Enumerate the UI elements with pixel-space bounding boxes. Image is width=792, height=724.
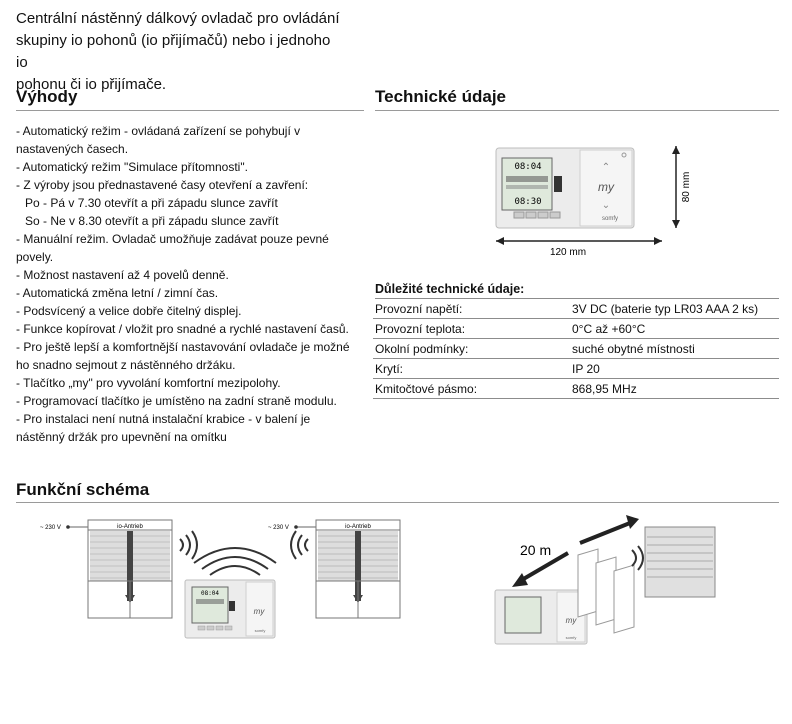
device-display-top: 08:04 [514,162,541,172]
device-led-icon [621,152,627,158]
spec-value: suché obytné místnosti [570,338,779,359]
spec-label: Okolní podmínky: [373,338,570,359]
arrow-left-icon [512,573,528,587]
spec-table: Provozní napětí: 3V DC (baterie typ LR03… [373,299,779,399]
device-display [501,157,553,211]
spec-label: Kmitočtové pásmo: [373,378,570,399]
spec-row: Provozní teplota: 0°C až +60°C [373,318,779,339]
intro-line: skupiny io pohonů (io přijímačů) nebo i … [16,32,331,71]
advantage-line: - Funkce kopírovat / vložit pro snadné a… [16,322,349,336]
arrow-right-icon [626,515,639,529]
arrow-up-icon [672,146,680,154]
intro-line: Centrální nástěnný dálkový ovladač pro o… [16,10,340,27]
range-illustration: my somfy 20 m [494,515,716,645]
advantage-line: - Možnost nastavení až 4 povelů denně. [16,268,229,282]
advantage-line: - Automatický režim "Simulace přítomnost… [16,160,248,174]
advantage-line: ho snadno sejmout z nástěnného držáku. [16,358,236,372]
motor-right-label: io-Antrieb [345,524,371,530]
schema-rule [16,502,779,503]
arrow-down-icon [672,220,680,228]
height-label: 80 mm [681,172,692,203]
spec-value: 868,95 MHz [570,378,779,399]
range-device-my: my [566,616,578,625]
signal-waves-icon [290,530,309,560]
up-arrow-icon: ⌃ [602,162,610,173]
advantage-line: - Pro ještě lepší a komfortnější nastavo… [16,340,350,354]
spec-top-rule [375,298,779,299]
power-dot-icon [294,525,298,529]
advantage-line: - Tlačítko „my" pro vyvolání komfortní m… [16,376,281,390]
technical-heading: Technické údaje [375,87,507,106]
power-dot-icon [66,525,70,529]
center-device: 08:04 my somfy [184,547,277,639]
device-display-bottom: 08:30 [514,197,541,207]
advantage-line: nastavených časech. [16,142,129,156]
spec-value: 0°C až +60°C [570,318,779,339]
range-arrow-line [518,551,570,583]
schema-illustration: ~ 230 V io-Antrieb 08:04 my somfy [40,515,716,645]
spec-row: Provozní napětí: 3V DC (baterie typ LR03… [373,299,779,319]
advantage-line: - Programovací tlačítko je umístěno na z… [16,394,337,408]
arrow-left-icon [496,237,504,245]
advantages-heading: Výhody [16,87,78,106]
device-my-button: my [598,180,615,194]
motor-box [315,519,401,531]
device-dimension-drawing: 08:04 08:30 ⌃ my ⌄ somfy 120 mm 80 mm [495,146,692,258]
range-label: 20 m [520,542,551,558]
voltage-left-label: ~ 230 V [40,525,61,531]
advantage-line: - Podsvícený a velice dobře čitelný disp… [16,304,242,318]
spec-label: Provozní napětí: [373,299,570,319]
advantage-line: - Pro instalaci není nutná instalační kr… [16,412,311,426]
spec-title: Důležité technické údaje: [375,282,525,296]
signal-waves-icon [179,530,198,560]
technical-rule [375,110,779,111]
device-brand: somfy [255,628,266,633]
device-button-panel [579,149,633,227]
spec-label: Krytí: [373,358,570,379]
intro-paragraph: Centrální nástěnný dálkový ovladač pro o… [16,8,346,96]
advantage-line: nástěnný držák pro upevnění na omítku [16,430,227,444]
spec-row: Krytí: IP 20 [373,358,779,379]
advantage-line: - Automatický režim - ovládaná zařízení … [16,124,301,138]
range-device-brand: somfy [566,635,577,640]
left-window: ~ 230 V io-Antrieb [40,519,173,619]
spec-row: Okolní podmínky: suché obytné místnosti [373,338,779,359]
advantage-line: Po - Pá v 7.30 otevřít a při západu slun… [25,196,278,210]
wall-panels [577,548,635,634]
device-display-bar [506,185,548,189]
device-mode-indicator [554,176,562,192]
advantage-line: So - Ne v 8.30 otevřít a při západu slun… [25,214,279,228]
motor-box [87,519,173,531]
advantage-line: - Automatická změna letní / zimní čas. [16,286,219,300]
voltage-right-label: ~ 230 V [268,525,289,531]
device-my-button: my [254,607,266,616]
device-display-text: 08:04 [201,590,219,597]
signal-waves-icon [631,545,644,571]
device-brand: somfy [602,216,618,222]
signal-waves-icon [193,547,277,576]
device-bottom-buttons [513,211,561,219]
spec-row: Kmitočtové pásmo: 868,95 MHz [373,378,779,399]
advantages-rule [16,110,364,111]
advantage-line: - Z výroby jsou přednastavené časy otevř… [16,178,309,192]
intro-line: pohonu či io přijímače. [16,76,167,93]
schema-heading: Funkční schéma [16,480,150,499]
down-arrow-icon: ⌄ [602,200,610,211]
advantage-line: - Manuální režim. Ovladač umožňuje zadáv… [16,232,329,246]
width-label: 120 mm [550,247,586,258]
motor-left-label: io-Antrieb [117,524,143,530]
spec-value: 3V DC (baterie typ LR03 AAA 2 ks) [570,299,779,319]
spec-value: IP 20 [570,358,779,379]
right-window: ~ 230 V io-Antrieb [268,519,401,619]
advantage-line: povely. [16,250,54,264]
spec-label: Provozní teplota: [373,318,570,339]
shutter-box [644,526,716,598]
arrow-right-icon [654,237,662,245]
advantages-list: - Automatický režim - ovládaná zařízení … [16,122,361,446]
device-display-bar [506,176,548,182]
